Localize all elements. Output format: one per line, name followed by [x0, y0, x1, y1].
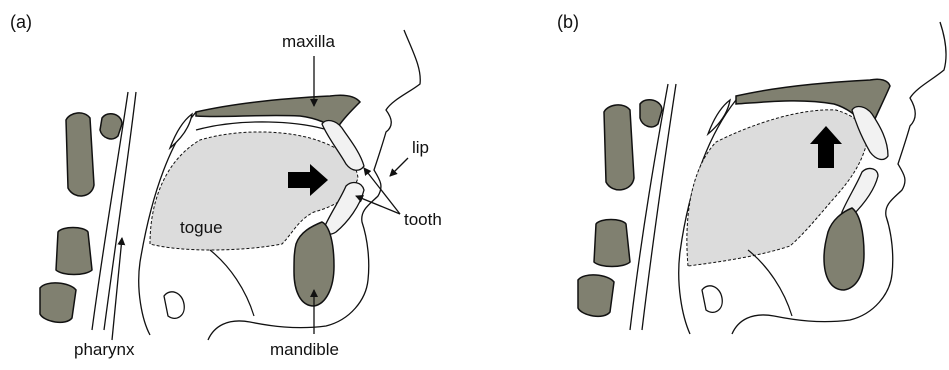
label-tongue: togue [180, 218, 223, 238]
label-lip: lip [412, 138, 429, 158]
jaw-line-a [210, 250, 254, 316]
panel-a-label: (a) [10, 12, 32, 33]
panel-b-label: (b) [557, 12, 579, 33]
panel-a [40, 30, 420, 340]
hyoid-b [702, 286, 722, 313]
label-pharynx: pharynx [74, 340, 134, 360]
hyoid-a [164, 292, 184, 319]
jaw-line-b [748, 250, 792, 316]
soft-palate-b [708, 100, 730, 134]
soft-palate-a [170, 114, 192, 148]
label-maxilla: maxilla [282, 32, 335, 52]
panel-b [578, 22, 946, 334]
palate-line-a [196, 122, 334, 132]
label-mandible: mandible [270, 340, 339, 360]
label-tooth: tooth [404, 210, 442, 230]
vertebrae-b [578, 100, 662, 317]
mandible-bone-b [824, 208, 864, 290]
